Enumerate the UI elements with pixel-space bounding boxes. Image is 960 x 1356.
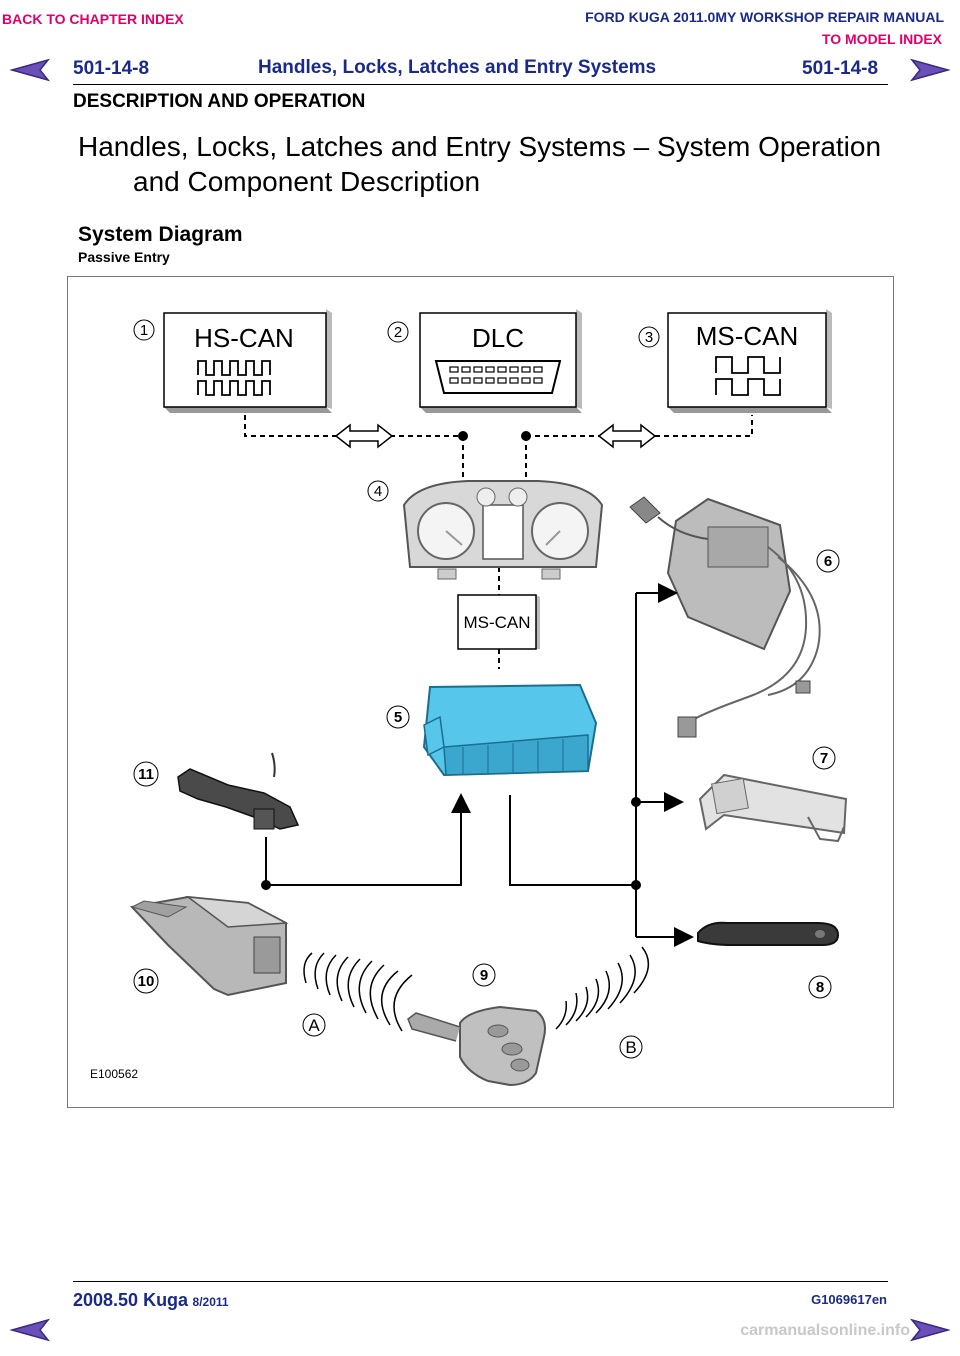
system-diagram-svg: HS-CAN DLC MS-CAN 1 2 3 [90, 309, 848, 1087]
obd-connector-icon [434, 360, 562, 394]
footer-code: G1069617en [811, 1292, 887, 1307]
signal-labels: A B [302, 1013, 643, 1059]
subheading-passive-entry: Passive Entry [78, 249, 170, 265]
figure-id: E100562 [90, 1067, 138, 1081]
signal-label-a: A [308, 1016, 320, 1035]
footer-previous-arrow-icon[interactable] [10, 1318, 50, 1342]
ms-can-label: MS-CAN [696, 321, 799, 351]
next-page-arrow-icon[interactable] [910, 58, 950, 82]
ms-can-module: MS-CAN [667, 309, 832, 413]
callout-10: 10 [138, 973, 155, 990]
callout-3: 3 [645, 329, 653, 346]
callout-9: 9 [480, 967, 488, 984]
ms-can-mid-label: MS-CAN [463, 613, 530, 632]
manual-title: FORD KUGA 2011.0MY WORKSHOP REPAIR MANUA… [585, 9, 944, 25]
signal-waves-a [303, 952, 413, 1032]
footer-date: 8/2011 [192, 1295, 229, 1309]
callout-8: 8 [816, 979, 824, 996]
hs-can-module: HS-CAN [163, 309, 332, 413]
callout-2: 2 [394, 324, 402, 341]
door-latch-motor [629, 496, 821, 738]
keyless-vehicle-module [422, 683, 598, 777]
footer-next-arrow-icon[interactable] [910, 1318, 950, 1342]
back-to-chapter-index-link[interactable]: BACK TO CHAPTER INDEX [2, 11, 184, 27]
system-diagram-figure: HS-CAN DLC MS-CAN 1 2 3 [67, 276, 894, 1108]
footer-rule [73, 1281, 888, 1282]
intelligent-access-key [407, 1005, 546, 1087]
header-rule [73, 84, 888, 85]
callout-6: 6 [824, 553, 832, 570]
callout-5: 5 [394, 709, 402, 726]
ms-can-bus-box: MS-CAN [457, 594, 540, 650]
interior-antenna [698, 773, 848, 843]
section-heading: DESCRIPTION AND OPERATION [73, 91, 366, 112]
subheading-system-diagram: System Diagram [78, 223, 243, 246]
hs-can-label: HS-CAN [194, 323, 294, 353]
header-code-right: 501-14-8 [802, 58, 879, 79]
doc-title-line1: Handles, Locks, Latches and Entry System… [78, 131, 882, 162]
callout-7: 7 [820, 750, 828, 767]
footer-model: 2008.50 Kuga [73, 1290, 189, 1310]
callout-11: 11 [138, 766, 154, 783]
dlc-label: DLC [472, 323, 524, 353]
dlc-module: DLC [419, 309, 582, 413]
exterior-door-handle [697, 921, 840, 946]
wiring-lines [265, 583, 694, 947]
signal-waves-b [555, 946, 650, 1030]
interior-door-handle [177, 752, 300, 830]
signal-label-b: B [625, 1038, 636, 1057]
header-code-left: 501-14-8 [73, 58, 150, 79]
instrument-cluster [402, 480, 604, 580]
doc-title-line2: and Component Description [133, 166, 481, 197]
previous-page-arrow-icon[interactable] [10, 58, 50, 82]
header-title: Handles, Locks, Latches and Entry System… [258, 57, 657, 78]
data-flow-arrows [334, 423, 657, 449]
remote-keyless-receiver [129, 895, 289, 997]
callouts: 1 2 3 4 5 6 7 8 9 10 11 [133, 319, 840, 999]
to-model-index-link[interactable]: TO MODEL INDEX [821, 31, 942, 47]
footer-model-block: 2008.50 Kuga 8/2011 [73, 1290, 229, 1311]
callout-1: 1 [140, 322, 148, 339]
callout-4: 4 [374, 483, 382, 500]
watermark: carmanualsonline.info [740, 1322, 910, 1339]
